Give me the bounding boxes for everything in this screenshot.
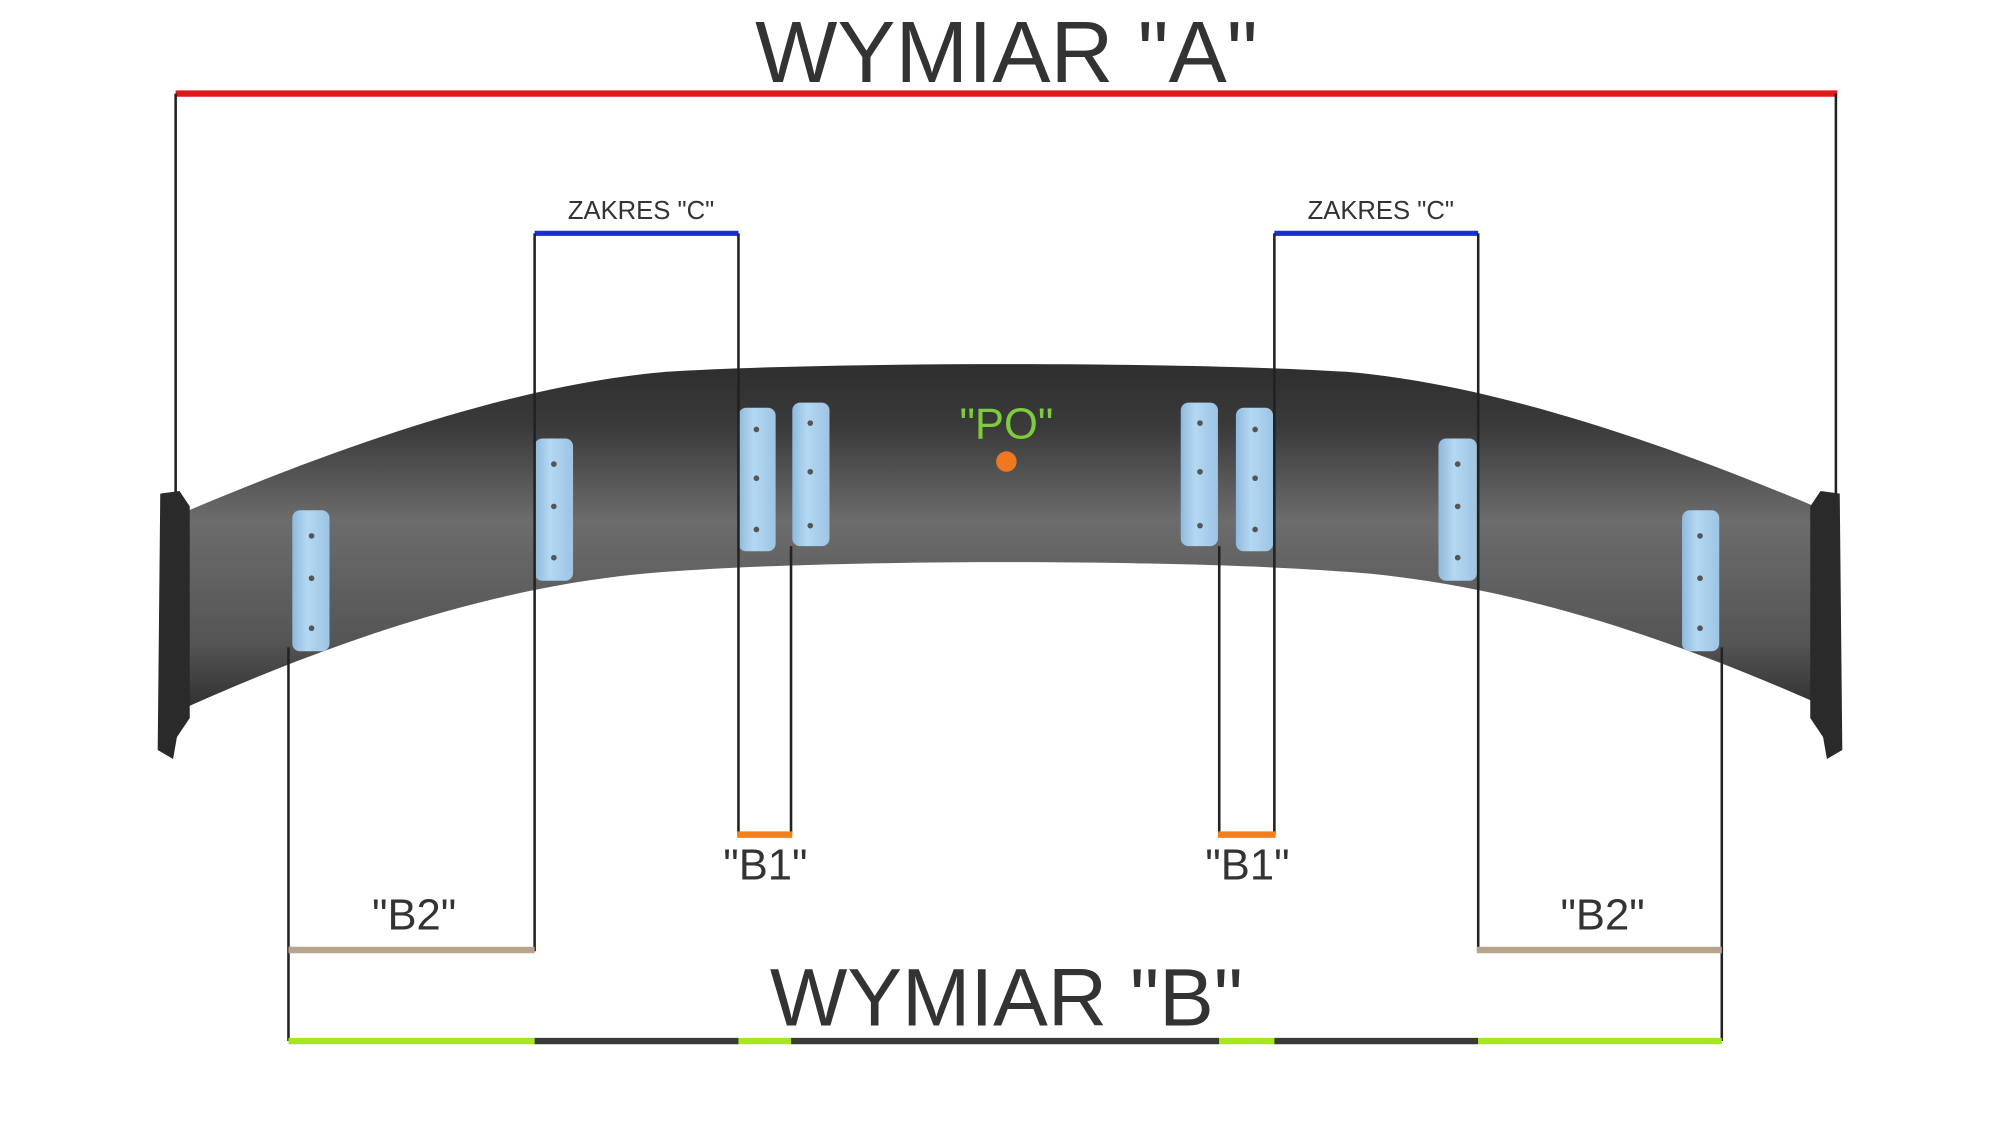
right-end-cap: [1810, 491, 1843, 759]
b2-left-label: "B2": [372, 891, 456, 939]
mounting-plates: [292, 402, 1720, 652]
spoiler-body: [157, 364, 1843, 759]
plate-c-right: [1438, 438, 1477, 581]
plate-b1-left-outer: [738, 407, 776, 552]
po-point-icon: [996, 451, 1017, 472]
dimension-a-label: WYMIAR "A": [755, 4, 1258, 101]
po-label: "PO": [959, 400, 1053, 448]
plate-b1-left-inner: [792, 402, 830, 547]
dimension-b-label: WYMIAR "B": [770, 953, 1243, 1044]
plate-b1-right-inner: [1180, 402, 1218, 547]
leader-lines: [287, 233, 1724, 1042]
zakres-c-left-label: ZAKRES "C": [568, 197, 714, 225]
zakres-c-right-label: ZAKRES "C": [1308, 197, 1454, 225]
plate-c-left: [534, 438, 574, 581]
b1-right-label: "B1": [1205, 841, 1289, 889]
plate-b2-right: [1682, 510, 1720, 652]
b2-right-label: "B2": [1560, 891, 1644, 939]
plate-b1-right-outer: [1235, 407, 1274, 552]
left-end-cap: [157, 491, 190, 759]
plate-b2-left: [292, 510, 330, 652]
b1-left-label: "B1": [723, 841, 807, 889]
